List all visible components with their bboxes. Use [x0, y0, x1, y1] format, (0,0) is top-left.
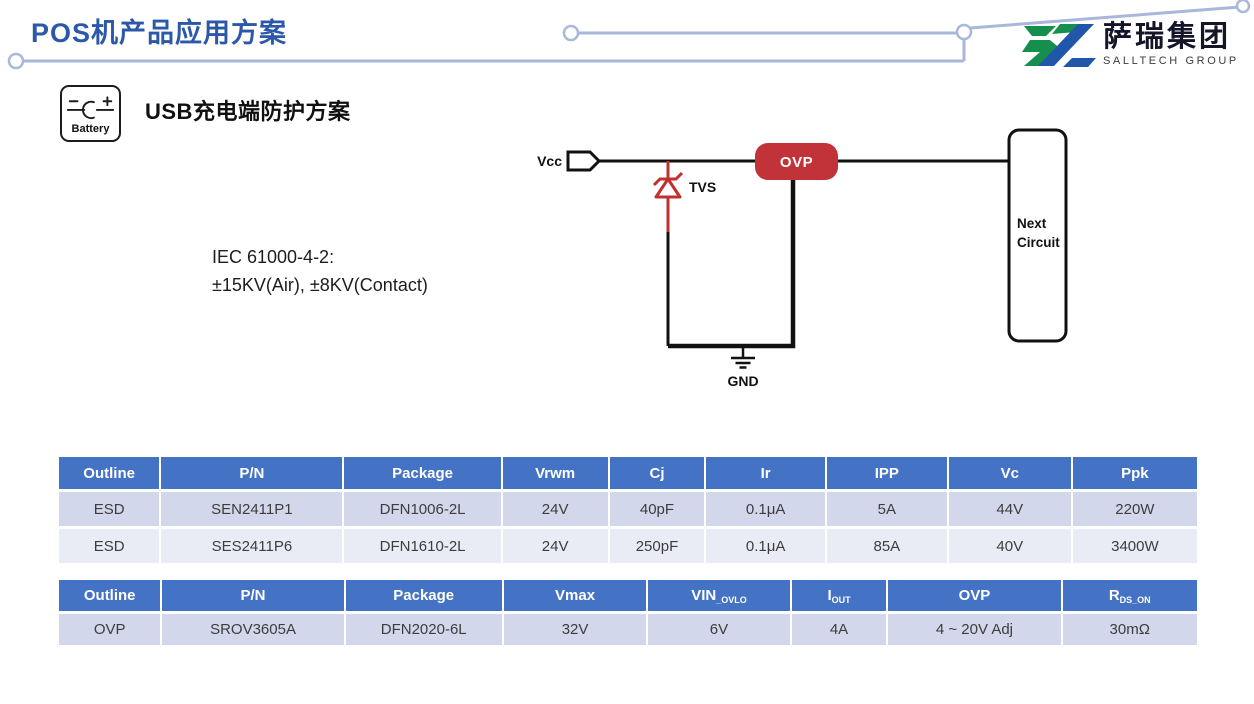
col-header-vc: Vc: [947, 457, 1073, 492]
table-cell: 24V: [501, 490, 610, 529]
ovp-label: OVP: [780, 154, 813, 171]
col-header-ppk: Ppk: [1071, 457, 1197, 492]
table-row: ESD SES2411P6 DFN1610-2L 24V 250pF 0.1μA…: [59, 527, 1197, 563]
table-row: ESD SEN2411P1 DFN1006-2L 24V 40pF 0.1μA …: [59, 490, 1197, 529]
col-header-outline: Outline: [59, 580, 163, 614]
col-header-ovp: OVP: [887, 580, 1063, 614]
col-header-outline: Outline: [59, 457, 162, 492]
tvs-diode-icon: [652, 161, 684, 346]
col-header-pn: P/N: [160, 457, 345, 492]
col-header-package: Package: [344, 580, 504, 614]
col-header-ir: Ir: [705, 457, 827, 492]
ovp-table: Outline P/N Package Vmax VIN_OVLO IOUT O…: [59, 580, 1197, 645]
col-header-iout: IOUT: [790, 580, 889, 614]
next-circuit-block: Next Circuit: [1007, 128, 1068, 343]
table-row: OVP SROV3605A DFN2020-6L 32V 6V 4A 4 ~ 2…: [59, 612, 1197, 645]
logo-mark-icon: [1022, 24, 1096, 67]
battery-label: Battery: [71, 123, 110, 135]
table-cell: 44V: [947, 490, 1073, 529]
next-circuit-label-line2: Circuit: [1017, 235, 1060, 250]
section-heading: USB充电端防护方案: [145, 99, 351, 124]
table-cell: ESD: [59, 527, 162, 563]
table-cell: OVP: [59, 612, 163, 645]
table-cell: DFN1006-2L: [343, 490, 503, 529]
table-cell: DFN2020-6L: [344, 612, 504, 645]
col-header-ipp: IPP: [825, 457, 949, 492]
table-cell: 3400W: [1071, 527, 1197, 563]
company-logo: 萨瑞集团 SALLTECH GROUP: [1016, 22, 1239, 68]
company-name-cn: 萨瑞集团: [1103, 21, 1232, 53]
col-header-cj: Cj: [608, 457, 707, 492]
table-cell: 6V: [647, 612, 792, 645]
gnd-label: GND: [727, 373, 758, 389]
table-cell: 4 ~ 20V Adj: [887, 612, 1063, 645]
table-cell: 220W: [1071, 490, 1197, 529]
table-cell: 24V: [501, 527, 610, 563]
esd-table: Outline P/N Package Vrwm Cj Ir IPP Vc Pp…: [59, 457, 1197, 563]
ground-return-wire: [668, 180, 796, 349]
table-cell: 85A: [825, 527, 949, 563]
table-cell: 40V: [947, 527, 1073, 563]
col-header-vin-ovlo: VIN_OVLO: [647, 580, 792, 614]
table-cell: SEN2411P1: [160, 490, 345, 529]
table-cell: 30mΩ: [1061, 612, 1197, 645]
table-cell: SES2411P6: [160, 527, 345, 563]
vcc-label: Vcc: [537, 153, 562, 169]
table-cell: 32V: [502, 612, 649, 645]
page-title: POS机产品应用方案: [31, 18, 288, 48]
battery-card: Battery: [60, 85, 121, 142]
company-name-en: SALLTECH GROUP: [1103, 55, 1239, 67]
ovp-block: OVP: [755, 143, 838, 180]
standard-text: IEC 61000-4-2: ±15KV(Air), ±8KV(Contact): [212, 243, 428, 299]
col-header-rdson: RDS_ON: [1061, 580, 1197, 614]
tvs-label: TVS: [689, 179, 716, 195]
ovp-table-header-row: Outline P/N Package Vmax VIN_OVLO IOUT O…: [59, 580, 1197, 614]
table-cell: 4A: [790, 612, 889, 645]
table-cell: 0.1μA: [705, 490, 827, 529]
table-cell: DFN1610-2L: [343, 527, 503, 563]
col-header-vmax: Vmax: [502, 580, 649, 614]
col-header-pn: P/N: [161, 580, 346, 614]
table-cell: SROV3605A: [161, 612, 346, 645]
esd-table-header-row: Outline P/N Package Vrwm Cj Ir IPP Vc Pp…: [59, 457, 1197, 492]
table-cell: ESD: [59, 490, 162, 529]
circuit-diagram: Vcc TVS GND OVP Next Circuit: [537, 128, 1068, 389]
next-circuit-label-line1: Next: [1017, 216, 1047, 231]
table-cell: 250pF: [608, 527, 707, 563]
col-header-package: Package: [343, 457, 503, 492]
col-header-vrwm: Vrwm: [501, 457, 610, 492]
table-cell: 0.1μA: [705, 527, 827, 563]
battery-icon: [66, 96, 114, 120]
vcc-connector-icon: [566, 150, 602, 172]
table-cell: 40pF: [608, 490, 707, 529]
standard-line2: ±15KV(Air), ±8KV(Contact): [212, 275, 428, 295]
gnd-icon: [731, 346, 755, 369]
table-cell: 5A: [825, 490, 949, 529]
standard-line1: IEC 61000-4-2:: [212, 247, 335, 267]
